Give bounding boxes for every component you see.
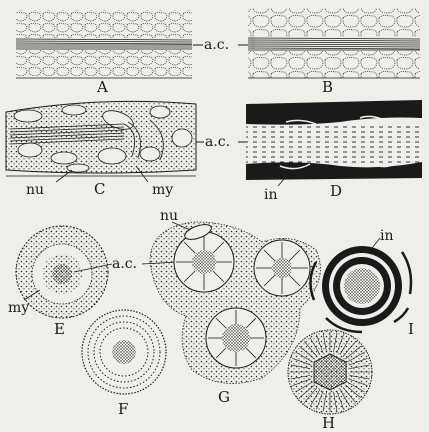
label-i: I bbox=[408, 320, 414, 338]
label-in-d: in bbox=[264, 187, 278, 203]
panel-e: my E bbox=[8, 226, 108, 338]
g-fiber-1 bbox=[174, 232, 234, 292]
label-ac-mid: a.c. bbox=[205, 134, 230, 150]
label-in-i: in bbox=[380, 228, 394, 244]
label-ac-low: a.c. bbox=[112, 256, 137, 272]
label-c: C bbox=[94, 180, 105, 198]
panel-i: in I bbox=[310, 228, 414, 338]
g-fiber-2 bbox=[254, 240, 310, 296]
panel-a: A bbox=[16, 10, 192, 96]
label-g: G bbox=[218, 388, 230, 406]
panel-f: F bbox=[82, 310, 166, 418]
g-fiber-3 bbox=[206, 308, 266, 368]
label-e: E bbox=[54, 320, 65, 338]
label-my-c: my bbox=[152, 182, 173, 198]
label-nu-c: nu bbox=[26, 182, 44, 198]
label-my-e: my bbox=[8, 300, 29, 316]
panel-h: H bbox=[288, 330, 372, 432]
panel-c: nu C my bbox=[6, 101, 196, 198]
label-h: H bbox=[322, 414, 335, 432]
label-a: A bbox=[96, 78, 108, 96]
label-ac-top: a.c. bbox=[204, 37, 229, 53]
label-f: F bbox=[118, 400, 128, 418]
panel-d: in D bbox=[246, 100, 422, 203]
label-nu-g: nu bbox=[160, 208, 178, 224]
label-b: B bbox=[322, 78, 333, 96]
label-d: D bbox=[330, 182, 342, 200]
panel-b: B bbox=[248, 8, 420, 96]
